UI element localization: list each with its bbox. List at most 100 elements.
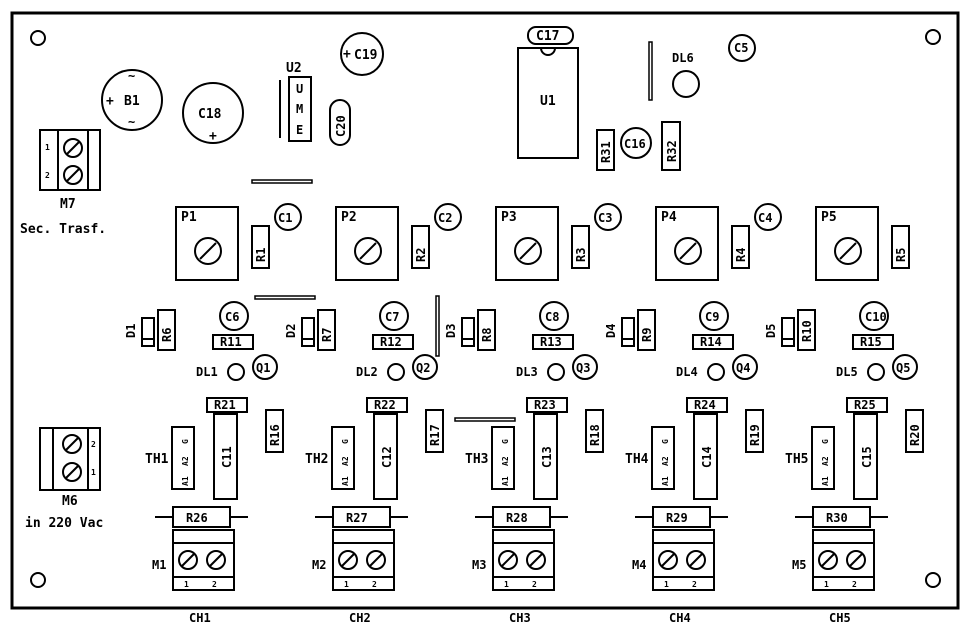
capacitor-c12	[373, 413, 398, 500]
diode-d2	[301, 317, 315, 347]
trimmer-slot	[359, 242, 377, 260]
led-label: DL2	[356, 365, 378, 379]
m7-label: M7	[60, 197, 76, 212]
diode-label: D4	[604, 324, 618, 338]
resistor-r32	[661, 121, 681, 171]
capacitor-c14	[693, 413, 718, 500]
mounting-hole-bottom-right	[925, 572, 941, 588]
triac-pin-a2: A2	[341, 456, 350, 466]
triac-pin-a1: A1	[661, 476, 670, 486]
capacitor-c11	[213, 413, 238, 500]
resistor-label: R18	[588, 424, 602, 446]
resistor-label: R30	[826, 511, 848, 525]
trimmer-label: P1	[181, 210, 197, 225]
channel-label: CH5	[829, 611, 851, 625]
resistor-label: R22	[374, 398, 396, 412]
resistor-label: R17	[428, 424, 442, 446]
resistor-label: R10	[800, 320, 814, 342]
terminal-screw-1	[178, 550, 198, 570]
triac-pin-a2: A2	[821, 456, 830, 466]
capacitor-c20	[329, 99, 351, 146]
terminal-screw-1	[498, 550, 518, 570]
resistor-label: R16	[268, 424, 282, 446]
triac-pin-a2: A2	[501, 456, 510, 466]
wire-jumper-4	[648, 41, 653, 101]
capacitor-label: C3	[598, 211, 612, 225]
board-outline	[10, 11, 960, 610]
capacitor-label: C10	[865, 310, 887, 324]
resistor-r5	[891, 225, 910, 269]
resistor-label: R29	[666, 511, 688, 525]
trimmer-knob	[354, 237, 382, 265]
terminal-pin-1: 1	[184, 580, 189, 589]
terminal-screw-2	[846, 550, 866, 570]
b1-plus: +	[106, 94, 114, 109]
terminal-screw-1-slot	[661, 553, 675, 567]
led-dl3	[547, 363, 565, 381]
terminal-pin-1: 1	[664, 580, 669, 589]
resistor-label: R24	[694, 398, 716, 412]
terminal-label: M3	[472, 558, 486, 572]
triac-pin-a1: A1	[181, 476, 190, 486]
terminal-pin-1: 1	[824, 580, 829, 589]
c5-label: C5	[734, 41, 748, 55]
terminal-pin-1: 1	[504, 580, 509, 589]
resistor-label: R2	[414, 248, 428, 262]
trimmer-slot	[519, 242, 537, 260]
resistor-r6	[157, 309, 176, 351]
led-label: DL4	[676, 365, 698, 379]
transistor-q3	[572, 354, 598, 380]
triac-pin-g: G	[341, 439, 350, 444]
capacitor-c17	[527, 26, 574, 45]
capacitor-label: C15	[860, 446, 874, 468]
capacitor-label: C14	[700, 446, 714, 468]
in-220-vac-label: in 220 Vac	[25, 516, 103, 531]
capacitor-label: C2	[438, 211, 452, 225]
triac-pin-g: G	[821, 439, 830, 444]
capacitor-c7	[379, 301, 409, 331]
resistor-label: R13	[540, 335, 562, 349]
trimmer-p3	[495, 206, 559, 281]
resistor-r9	[637, 309, 656, 351]
channel-label: CH3	[509, 611, 531, 625]
terminal-m2	[332, 529, 395, 591]
terminal-screw-1	[658, 550, 678, 570]
led-dl5	[867, 363, 885, 381]
transistor-q2	[412, 354, 438, 380]
terminal-label: M5	[792, 558, 806, 572]
terminal-screw-1-slot	[341, 553, 355, 567]
capacitor-c9	[699, 301, 729, 331]
capacitor-label: C7	[385, 310, 399, 324]
mounting-hole-top-left	[30, 30, 46, 46]
capacitor-c5	[728, 34, 756, 62]
capacitor-label: C11	[220, 446, 234, 468]
resistor-r20	[905, 409, 924, 453]
trimmer-p1	[175, 206, 239, 281]
m6-pin1: 1	[91, 468, 96, 477]
bridge-b1	[101, 69, 163, 131]
b1-label: B1	[124, 94, 140, 109]
m6-label: M6	[62, 494, 78, 509]
resistor-r2	[411, 225, 430, 269]
triac-label: TH2	[305, 452, 328, 467]
terminal-screw-1-slot	[501, 553, 515, 567]
resistor-label: R11	[220, 335, 242, 349]
terminal-pin-2: 2	[212, 580, 217, 589]
resistor-label: R28	[506, 511, 528, 525]
resistor-r15	[852, 334, 894, 350]
trimmer-knob	[514, 237, 542, 265]
resistor-label: R7	[320, 328, 334, 342]
dl6-label: DL6	[672, 51, 694, 65]
diode-label: D3	[444, 324, 458, 338]
sec-trasf-label: Sec. Trasf.	[20, 222, 106, 237]
resistor-r18	[585, 409, 604, 453]
triac-th3	[491, 426, 515, 490]
trimmer-label: P2	[341, 210, 357, 225]
mounting-hole-bottom-left	[30, 572, 46, 588]
resistor-r1	[251, 225, 270, 269]
diode-label: D5	[764, 324, 778, 338]
resistor-r21	[206, 397, 248, 413]
c17-label: C17	[536, 29, 559, 44]
